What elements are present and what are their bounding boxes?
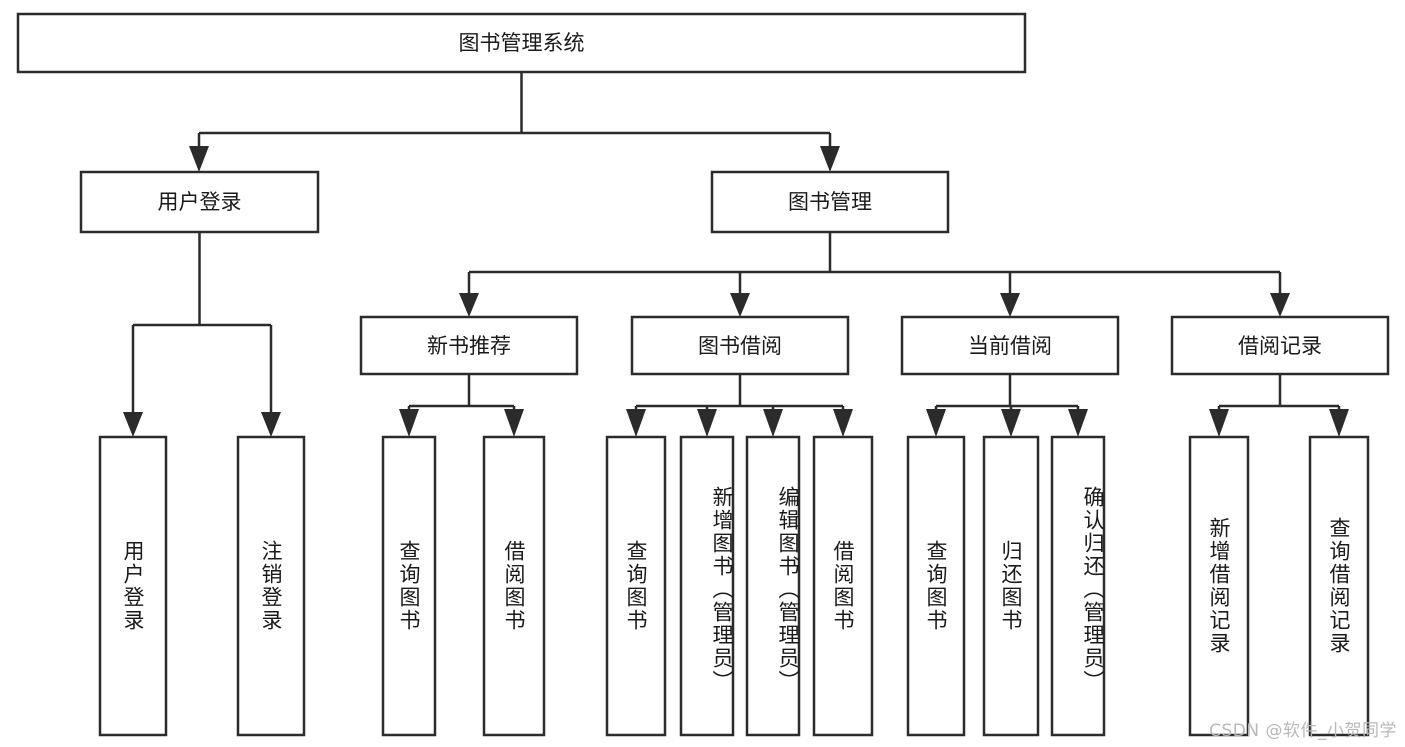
arrow-head-icon — [1068, 409, 1088, 437]
arrow-head-icon — [820, 146, 840, 172]
arrow-head-icon — [1209, 409, 1229, 437]
level3-label-1: 图书借阅 — [698, 334, 782, 358]
leaf-box-6[interactable] — [745, 435, 801, 737]
level3-label-2: 当前借阅 — [968, 334, 1052, 358]
leaf-box-2[interactable] — [381, 435, 437, 737]
connector-bookmgmt-to-level3 — [459, 232, 1290, 317]
leaf-box-8[interactable] — [906, 435, 966, 737]
connector-root-to-level2 — [189, 72, 840, 172]
connector-bookborrow-to-leaves — [626, 374, 853, 437]
arrow-head-icon — [1001, 409, 1021, 437]
level3-label-3: 借阅记录 — [1238, 334, 1322, 358]
node-user-login[interactable]: 用户登录 — [79, 170, 320, 234]
node-root[interactable]: 图书管理系统 — [16, 12, 1027, 74]
node-borrow-record[interactable]: 借阅记录 — [1170, 315, 1390, 376]
arrow-head-icon — [459, 293, 479, 317]
arrow-head-icon — [730, 293, 750, 317]
connector-currentborrow-to-leaves — [926, 374, 1088, 437]
arrow-head-icon — [1000, 293, 1020, 317]
node-book-management[interactable]: 图书管理 — [710, 170, 950, 234]
node-book-borrow[interactable]: 图书借阅 — [630, 315, 850, 376]
level2-box-0[interactable] — [79, 170, 320, 234]
arrow-head-icon — [833, 409, 853, 437]
arrow-head-icon — [1270, 293, 1290, 317]
leaf-box-1[interactable] — [236, 435, 306, 737]
arrow-head-icon — [504, 409, 524, 437]
leaf-box-4[interactable] — [605, 435, 667, 737]
connector-userlogin-to-leaves — [123, 232, 281, 437]
node-current-borrow[interactable]: 当前借阅 — [900, 315, 1120, 376]
arrow-head-icon — [261, 412, 281, 437]
level3-box-0[interactable] — [359, 315, 579, 376]
connector-newbook-to-leaves — [399, 374, 524, 437]
connector-borrowrecord-to-leaves — [1209, 374, 1349, 437]
arrow-head-icon — [697, 409, 717, 437]
arrow-head-icon — [626, 409, 646, 437]
leaf-box-7[interactable] — [812, 435, 874, 737]
node-new-book-recommend[interactable]: 新书推荐 — [359, 315, 579, 376]
leaf-nodes — [98, 435, 1370, 737]
arrow-head-icon — [189, 146, 209, 172]
level3-box-2[interactable] — [900, 315, 1120, 376]
root-box[interactable] — [16, 12, 1027, 74]
arrow-head-icon — [926, 409, 946, 437]
leaf-box-3[interactable] — [482, 435, 546, 737]
level2-label-1: 图书管理 — [788, 190, 872, 214]
level2-label-0: 用户登录 — [158, 190, 242, 214]
arrow-head-icon — [763, 409, 783, 437]
arrow-head-icon — [1329, 409, 1349, 437]
leaf-box-0[interactable] — [98, 435, 168, 737]
watermark-text: CSDN @软件_小贺同学 — [1209, 721, 1397, 741]
leaf-box-10[interactable] — [1050, 435, 1106, 737]
arrow-head-icon — [123, 412, 143, 437]
level3-label-0: 新书推荐 — [427, 334, 511, 358]
leaf-box-12[interactable] — [1308, 435, 1370, 737]
leaf-box-11[interactable] — [1188, 435, 1250, 737]
leaf-box-9[interactable] — [982, 435, 1040, 737]
arrow-head-icon — [399, 409, 419, 437]
leaf-box-5[interactable] — [679, 435, 735, 737]
root-label: 图书管理系统 — [459, 31, 585, 55]
